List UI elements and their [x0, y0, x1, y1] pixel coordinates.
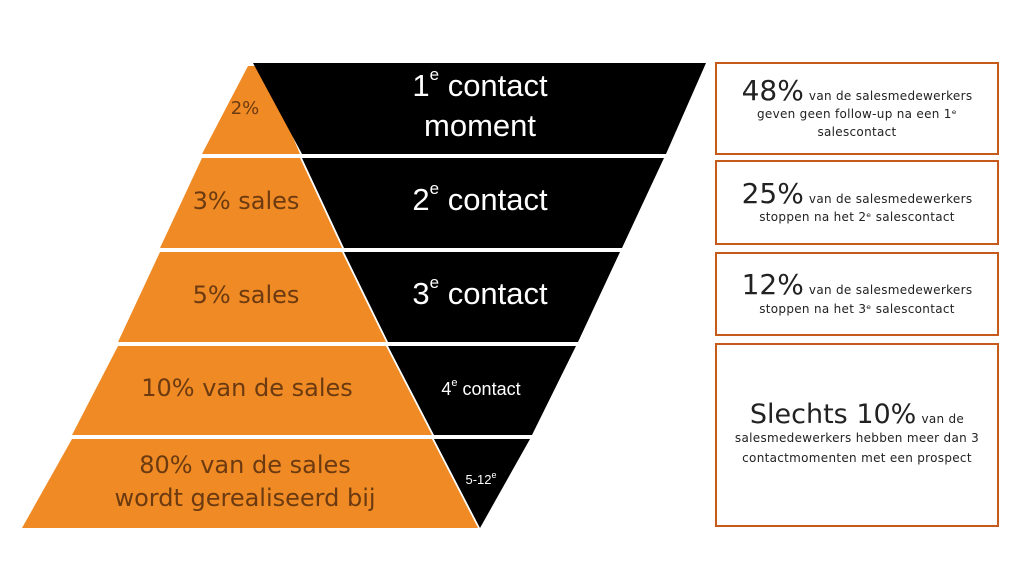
- stat-box-10-heading: Slechts 10% van de: [749, 399, 965, 431]
- pyramid-band-3: [118, 252, 386, 342]
- stat-box-12: 12% van de salesmedewerkers stoppen na h…: [715, 252, 999, 336]
- stat-description: salesmedewerkers hebben meer dan 3 conta…: [734, 431, 980, 466]
- stat-percent: 25%: [741, 176, 804, 210]
- stat-text: van de salesmedewerkers: [808, 191, 973, 206]
- stat-box-12-heading: 12% van de salesmedewerkers: [742, 270, 973, 299]
- stat-description: stoppen na het 2ᵉ salescontact: [759, 210, 955, 225]
- contact-label-3: 3e contact: [412, 273, 548, 311]
- stat-box-48: 48% van de salesmedewerkers geven geen f…: [715, 62, 999, 155]
- stat-text: van de salesmedewerkers: [808, 88, 973, 103]
- stat-box-25-heading: 25% van de salesmedewerkers: [742, 179, 973, 208]
- contact-band-4: [388, 346, 576, 435]
- pyramid-label-2: 3% sales: [193, 187, 300, 215]
- contact-band-3: [344, 252, 620, 342]
- contact-label-5: 5-12e: [465, 470, 496, 487]
- contact-label-1a: 1e contact: [412, 65, 548, 103]
- stat-percent: Slechts 10%: [749, 399, 917, 431]
- contact-band-5: [434, 439, 530, 528]
- stat-percent: 48%: [741, 73, 804, 107]
- stat-percent: 12%: [741, 268, 804, 302]
- contact-label-2: 2e contact: [412, 179, 548, 217]
- pyramid-band-5: [22, 439, 478, 528]
- contact-band-1: [253, 63, 706, 154]
- stat-description: stoppen na het 3ᵉ salescontact: [759, 301, 955, 316]
- pyramid-label-5b: wordt gerealiseerd bij: [114, 484, 375, 512]
- pyramid-band-4: [72, 346, 432, 435]
- pyramid-band-1: [202, 66, 300, 154]
- contact-label-4: 4e contact: [441, 377, 520, 399]
- contact-label-1b: moment: [424, 108, 536, 143]
- pyramid-label-4: 10% van de sales: [141, 374, 353, 402]
- stat-text: van de salesmedewerkers: [808, 283, 973, 298]
- stat-box-10: Slechts 10% van de salesmedewerkers hebb…: [715, 343, 999, 527]
- contact-band-2: [302, 158, 664, 248]
- stat-box-25: 25% van de salesmedewerkers stoppen na h…: [715, 160, 999, 245]
- pyramid-label-1: 2%: [231, 98, 260, 119]
- pyramid-label-3: 5% sales: [193, 281, 300, 309]
- stat-box-48-heading: 48% van de salesmedewerkers: [742, 76, 973, 105]
- stat-text: van de: [921, 412, 965, 427]
- stat-description: geven geen follow-up na een 1ᵉ salescont…: [756, 107, 958, 140]
- pyramid-label-5a: 80% van de sales: [139, 451, 351, 479]
- pyramid-band-2: [160, 158, 342, 248]
